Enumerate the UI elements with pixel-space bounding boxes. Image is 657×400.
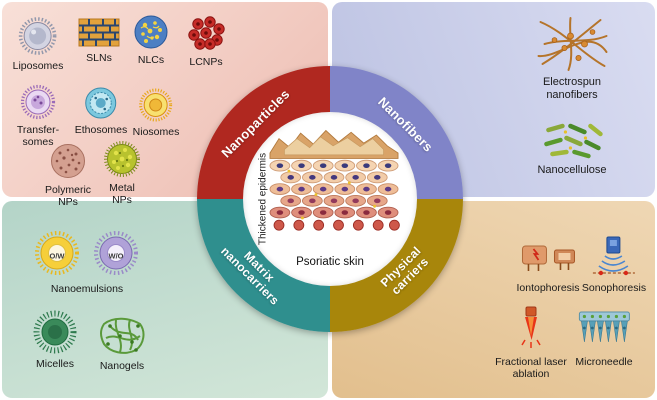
microneedle-label: Microneedle xyxy=(575,356,633,368)
electrospun-nanofibers-label: Electrospun nanofibers xyxy=(542,76,602,101)
psoriatic-skin-panel: Thickened epidermis Psoriatic skin xyxy=(243,112,417,286)
transfersomes-label: Transfer-somes xyxy=(16,124,60,149)
niosome-item: Niosomes xyxy=(132,88,180,138)
metal-np-icon xyxy=(104,141,140,177)
liposomes-label: Liposomes xyxy=(12,60,64,72)
ow-label: O/W xyxy=(49,251,65,260)
polymeric-np-icon xyxy=(51,144,85,178)
polymeric-nps-label: Polymeric NPs xyxy=(44,184,92,209)
psoriatic-skin-illustration xyxy=(269,129,400,231)
sonophoresis-item: Sonophoresis xyxy=(582,236,646,294)
sonophoresis-icon xyxy=(593,236,635,276)
iontophoresis-item: Iontophoresis xyxy=(516,240,580,294)
nlc-icon xyxy=(134,15,168,49)
fractional-laser-ablation-label: Fractional laser ablation xyxy=(495,356,567,381)
nanogels-label: Nanogels xyxy=(99,360,145,372)
iontophoresis-icon xyxy=(521,245,575,271)
ethosome-icon xyxy=(85,87,117,119)
slns-label: SLNs xyxy=(86,52,112,64)
nanocellulose-item: Nanocellulose xyxy=(537,120,607,177)
nanocellulose-label: Nanocellulose xyxy=(537,164,607,176)
iontophoresis-label: Iontophoresis xyxy=(516,282,580,294)
metal-np-item: Metal NPs xyxy=(103,140,141,207)
electrospun-nanofibers-icon xyxy=(537,17,608,71)
transfersome-icon xyxy=(20,84,56,120)
sln-item: SLNs xyxy=(78,18,120,64)
nanocellulose-icon xyxy=(543,123,603,159)
sonophoresis-label: Sonophoresis xyxy=(581,282,647,294)
liposome-icon xyxy=(19,17,57,55)
nanoemulsions-label: Nanoemulsions xyxy=(50,283,124,295)
polymeric-np-item: Polymeric NPs xyxy=(41,142,95,209)
niosomes-label: Niosomes xyxy=(132,126,180,138)
ethosome-item: Ethosomes xyxy=(74,86,128,136)
transfersome-item: Transfer-somes xyxy=(12,84,64,149)
micelles-label: Micelles xyxy=(36,358,74,370)
nlcs-label: NLCs xyxy=(137,54,165,66)
lcnp-icon xyxy=(188,16,225,50)
lcnps-label: LCNPs xyxy=(189,56,223,68)
thickened-epidermis-label: Thickened epidermis xyxy=(257,152,269,246)
microneedle-item: Microneedle xyxy=(575,310,633,368)
psoriatic-skin-label: Psoriatic skin xyxy=(296,256,364,268)
sln-icon xyxy=(78,18,120,47)
nanoemulsion-wo-icon xyxy=(94,231,138,275)
nanoemulsion-ow-icon xyxy=(35,231,79,275)
micelle-icon xyxy=(33,310,77,354)
micelle-item: Micelles xyxy=(33,310,77,370)
fractional-laser-item: Fractional laser ablation xyxy=(492,306,570,381)
ethosomes-label: Ethosomes xyxy=(74,124,128,136)
lcnp-item: LCNPs xyxy=(185,14,227,68)
nanoemulsion-ow-item: O/W xyxy=(34,230,80,281)
microneedle-icon xyxy=(578,311,630,343)
wo-label: W/O xyxy=(108,251,124,260)
electrospun-nanofibers-item: Electrospun nanofibers xyxy=(535,14,610,102)
nanogel-item: Nanogels xyxy=(96,312,148,372)
fractional-laser-icon xyxy=(521,306,541,348)
niosome-icon xyxy=(139,88,173,122)
nanoemulsion-wo-item: W/O xyxy=(93,230,139,281)
nlc-item: NLCs xyxy=(133,14,169,66)
nanogel-icon xyxy=(100,317,145,354)
metal-nps-label: Metal NPs xyxy=(109,182,135,207)
liposome-item: Liposomes xyxy=(12,16,64,72)
